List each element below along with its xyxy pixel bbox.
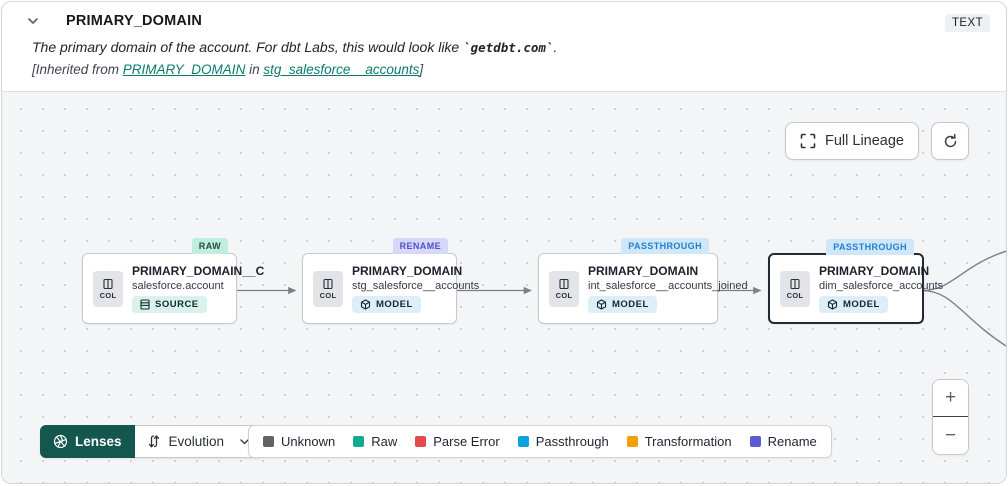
fullscreen-icon — [800, 133, 816, 149]
page-title: PRIMARY_DOMAIN — [66, 13, 202, 29]
evolution-tag: RENAME — [392, 238, 448, 254]
lineage-node-staging[interactable]: RENAME COL PRIMARY_DOMAIN stg_salesforce… — [302, 238, 480, 324]
resource-type-badge: MODEL — [588, 296, 657, 313]
zoom-in-button[interactable]: + — [933, 380, 968, 417]
column-icon: COL — [313, 270, 343, 307]
model-icon — [360, 299, 371, 310]
resource-type-badge: MODEL — [819, 296, 888, 313]
node-subtitle: int_salesforce__accounts_joined — [588, 280, 748, 292]
evolution-legend: Unknown Raw Parse Error Passthrough Tran… — [248, 425, 832, 458]
resource-type-badge: MODEL — [352, 296, 421, 313]
lens-aperture-icon — [53, 434, 68, 449]
node-subtitle: salesforce.account — [132, 280, 224, 292]
lineage-canvas[interactable]: Full Lineage RAW COL PRIMARY_DOMAIN__C s… — [2, 91, 1006, 483]
lineage-node-source[interactable]: RAW COL PRIMARY_DOMAIN__C salesforce.acc… — [82, 238, 265, 324]
header: PRIMARY_DOMAIN TEXT The primary domain o… — [2, 2, 1006, 91]
inherited-suffix: ] — [419, 62, 424, 77]
inherited-from-line: [Inherited from PRIMARY_DOMAIN in stg_sa… — [32, 62, 990, 77]
full-lineage-label: Full Lineage — [825, 133, 904, 149]
resource-type-label: MODEL — [843, 299, 880, 310]
evolution-tag: PASSTHROUGH — [826, 239, 914, 255]
legend-swatch-unknown — [263, 436, 274, 447]
model-icon — [596, 299, 607, 310]
description-text: The primary domain of the account. For d… — [32, 39, 464, 55]
legend-label: Raw — [371, 434, 398, 449]
lenses-control: Lenses Evolution — [40, 425, 265, 458]
description-code: `getdbt.com` — [463, 40, 554, 55]
selected-lens-label: Evolution — [168, 434, 225, 449]
legend-label: Passthrough — [535, 434, 609, 449]
node-title: PRIMARY_DOMAIN — [588, 264, 699, 278]
legend-item: Raw — [353, 434, 397, 449]
column-icon: COL — [549, 270, 579, 307]
evolution-tag: PASSTHROUGH — [621, 238, 709, 254]
column-description: The primary domain of the account. For d… — [32, 39, 990, 55]
collapse-chevron-icon[interactable] — [24, 12, 42, 30]
inherited-model-link[interactable]: stg_salesforce__accounts — [263, 62, 420, 77]
node-subtitle: dim_salesforce_accounts — [819, 280, 944, 292]
legend-swatch-passthrough — [517, 436, 529, 447]
full-lineage-button[interactable]: Full Lineage — [785, 122, 919, 160]
column-icon: COL — [780, 270, 810, 307]
resource-type-badge: SOURCE — [132, 296, 207, 313]
resource-type-label: SOURCE — [155, 299, 199, 310]
resource-type-label: MODEL — [376, 299, 413, 310]
lineage-node-intermediate[interactable]: PASSTHROUGH COL PRIMARY_DOMAIN int_sales… — [538, 238, 748, 324]
col-label: COL — [786, 290, 804, 300]
zoom-out-button[interactable]: − — [933, 417, 968, 454]
legend-swatch-rename — [749, 436, 761, 447]
node-title: PRIMARY_DOMAIN — [352, 264, 463, 278]
legend-item: Rename — [749, 434, 817, 449]
legend-item: Unknown — [263, 434, 335, 449]
legend-item: Parse Error — [415, 434, 500, 449]
lineage-node-dim-selected[interactable]: PASSTHROUGH COL PRIMARY_DOMAIN dim_sales… — [768, 239, 944, 324]
chevron-down-icon — [238, 435, 251, 448]
col-label: COL — [99, 290, 117, 300]
inherited-prefix: [Inherited from — [32, 62, 123, 77]
legend-swatch-parse-error — [415, 436, 427, 447]
legend-label: Transformation — [644, 434, 732, 449]
legend-item: Passthrough — [517, 434, 609, 449]
lens-select-dropdown[interactable]: Evolution — [134, 425, 265, 458]
column-type-badge: TEXT — [945, 14, 990, 32]
column-icon: COL — [93, 270, 123, 307]
node-subtitle: stg_salesforce__accounts — [352, 280, 480, 292]
legend-label: Parse Error — [433, 434, 500, 449]
node-title: PRIMARY_DOMAIN — [819, 264, 930, 278]
lenses-button[interactable]: Lenses — [40, 425, 135, 458]
refresh-button[interactable] — [931, 122, 969, 160]
model-icon — [827, 299, 838, 310]
resource-type-label: MODEL — [612, 299, 649, 310]
legend-item: Transformation — [626, 434, 732, 449]
col-label: COL — [319, 290, 337, 300]
zoom-controls: + − — [932, 379, 969, 455]
node-title: PRIMARY_DOMAIN__C — [132, 264, 265, 278]
description-period: . — [553, 39, 558, 55]
legend-label: Unknown — [281, 434, 336, 449]
source-icon — [140, 299, 150, 310]
evolution-swap-icon — [148, 435, 159, 448]
inherited-mid: in — [245, 62, 264, 77]
legend-swatch-raw — [353, 436, 365, 447]
lenses-label: Lenses — [75, 434, 122, 449]
legend-label: Rename — [767, 434, 817, 449]
evolution-tag: RAW — [191, 238, 228, 254]
legend-swatch-transformation — [626, 436, 638, 447]
inherited-column-link[interactable]: PRIMARY_DOMAIN — [122, 62, 246, 77]
col-label: COL — [555, 290, 573, 300]
refresh-icon — [944, 133, 956, 147]
